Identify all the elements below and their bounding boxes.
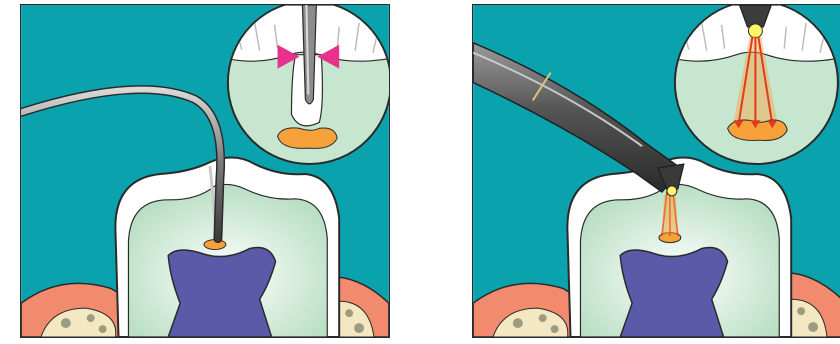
laser-beam [662, 192, 678, 236]
laser-illustration-panel [472, 4, 840, 338]
probe-tip [302, 5, 316, 104]
pulp-chamber [620, 247, 727, 337]
laser-tip [667, 186, 677, 196]
probe-illustration-panel [20, 4, 390, 338]
pulp-chamber [168, 247, 275, 337]
molar-tooth [115, 158, 339, 337]
lesion-magnified [278, 128, 338, 148]
